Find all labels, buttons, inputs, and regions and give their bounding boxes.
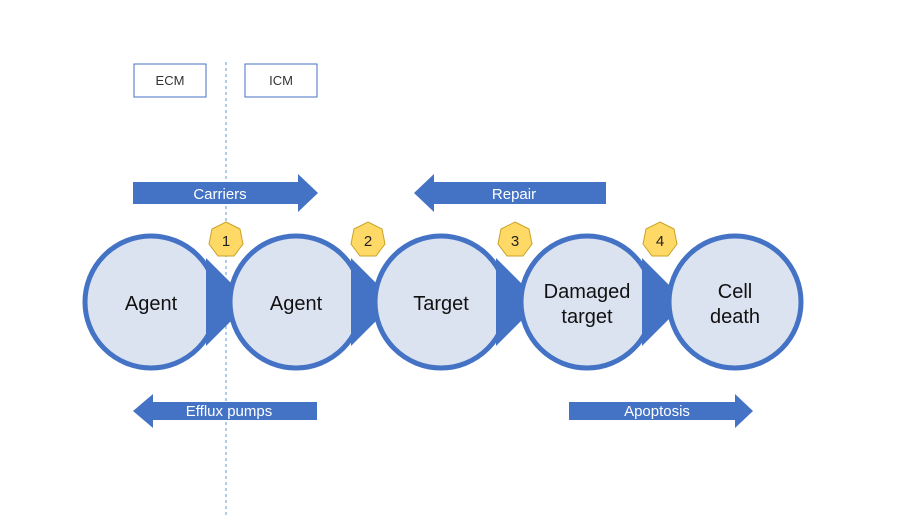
- node-label-target: Target: [413, 293, 469, 315]
- apoptosis-arrow: Apoptosis: [569, 394, 753, 428]
- node-label-agent-2: Agent: [270, 293, 323, 315]
- carriers-label: Carriers: [193, 186, 246, 203]
- efflux-pumps-label: Efflux pumps: [186, 403, 272, 420]
- node-label-damaged: Damaged: [544, 281, 631, 303]
- carriers-arrow: Carriers: [133, 174, 318, 212]
- node-label-cell: Cell: [718, 281, 752, 303]
- flow-chevron-4: [642, 258, 686, 346]
- ecm-label: ECM: [156, 73, 185, 88]
- efflux-pumps-arrow: Efflux pumps: [133, 394, 317, 428]
- node-cell-death: [666, 233, 804, 371]
- step-badge-1: 1: [208, 221, 244, 257]
- repair-arrow: Repair: [414, 174, 606, 212]
- step-number-2: 2: [364, 233, 372, 250]
- step-number-4: 4: [656, 233, 664, 250]
- step-number-1: 1: [222, 233, 230, 250]
- step-badge-3: 3: [497, 221, 533, 257]
- step-number-3: 3: [511, 233, 519, 250]
- step-badge-4: 4: [642, 221, 678, 257]
- icm-label: ICM: [269, 73, 293, 88]
- step-badge-2: 2: [350, 221, 386, 257]
- node-label-agent-1: Agent: [125, 293, 178, 315]
- icm-box: ICM: [244, 63, 318, 98]
- flow-chevron-3: [496, 258, 540, 346]
- node-label-target-2: target: [561, 306, 613, 328]
- repair-label: Repair: [492, 186, 536, 203]
- apoptosis-label: Apoptosis: [624, 403, 690, 420]
- ecm-box: ECM: [133, 63, 207, 98]
- node-label-death: death: [710, 306, 760, 328]
